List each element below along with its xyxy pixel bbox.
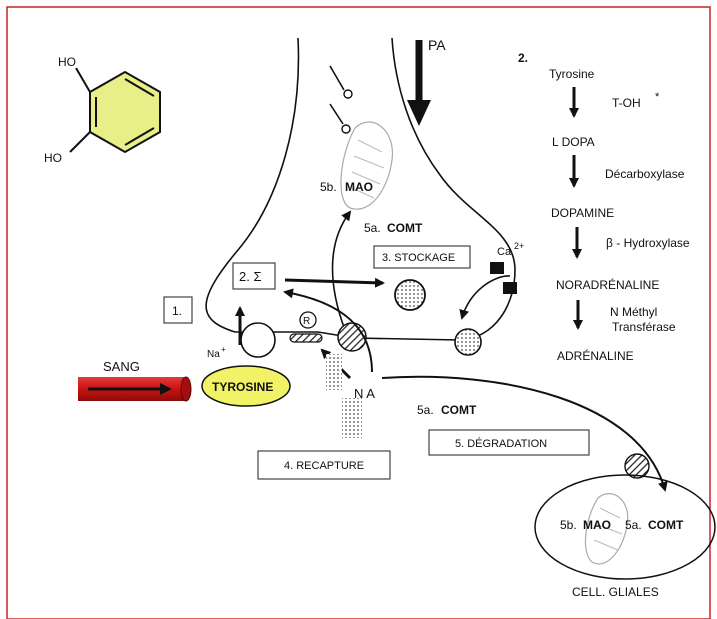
- synthesis-sigma-label: 2. Σ: [239, 269, 262, 284]
- synthesis-sigma-box: [232, 262, 276, 290]
- sodium-charge: +: [221, 345, 226, 354]
- hydroxyl-bottom-label: HO: [44, 151, 62, 165]
- tyrosine-ellipse: [201, 365, 291, 407]
- comt-5a-number: 5a.: [364, 221, 381, 235]
- release-vesicle: [454, 328, 482, 356]
- glial-cell: [534, 474, 716, 580]
- pathway-step-adrenaline: ADRÉNALINE: [557, 348, 634, 363]
- action-potential-arrow: PA: [407, 37, 446, 126]
- enzyme-transferase: Transférase: [612, 320, 676, 334]
- mao-label: MAO: [345, 180, 373, 194]
- recapture-label: 4. RECAPTURE: [284, 460, 364, 472]
- transporter-box-1: [163, 296, 193, 324]
- enzyme-decarboxylase: Décarboxylase: [605, 167, 685, 181]
- vesicle-hooks: [329, 65, 353, 134]
- glial-transporter: [624, 453, 650, 479]
- calcium-label: Ca: [497, 246, 512, 258]
- synthesis-to-storage-arrow: [284, 277, 385, 288]
- pa-label: PA: [428, 37, 446, 53]
- presynaptic-receptor: R: [289, 311, 323, 343]
- transporter-box-1-label: 1.: [172, 304, 182, 318]
- enzyme-beta-hydroxylase: β - Hydroxylase: [606, 236, 690, 250]
- benzene-ring: [89, 70, 161, 154]
- blood-vessel: [78, 376, 192, 402]
- biosynthesis-pathway: 2. Tyrosine T-OH * L DOPA Décarboxylase …: [518, 51, 690, 363]
- enzyme-toh: T-OH: [612, 96, 641, 110]
- glial-mitochondrion: [584, 493, 629, 565]
- comt-mid-label: COMT: [441, 403, 477, 417]
- enzyme-n-methyl: N Méthyl: [610, 305, 657, 319]
- na-label: N A: [354, 386, 375, 401]
- glial-comt-5a-number: 5a.: [625, 518, 642, 532]
- calcium-charge: 2+: [514, 241, 524, 251]
- recapture-box: [257, 450, 391, 480]
- page-frame: [6, 6, 711, 619]
- reuptake-transporter: Na +: [207, 306, 276, 360]
- mitochondrion-mao: 5b. MAO: [320, 121, 393, 210]
- pathway-step-noradrenaline: NORADRÉNALINE: [556, 277, 659, 292]
- pathway-step-tyrosine: Tyrosine: [549, 67, 595, 81]
- enzyme-toh-mark: *: [655, 91, 660, 103]
- sang-label: SANG: [103, 359, 140, 374]
- hydroxyl-top-label: HO: [58, 55, 76, 69]
- receptor-label: R: [303, 316, 310, 327]
- glial-comt-label: COMT: [648, 518, 684, 532]
- glial-mao-label: MAO: [583, 518, 611, 532]
- comt-upper: 5a. COMT: [331, 210, 423, 331]
- pathway-step-ldopa: L DOPA: [552, 135, 595, 149]
- diffusing-na-cloud: [326, 354, 362, 438]
- comt-mid-5a-number: 5a.: [417, 403, 434, 417]
- comt-label: COMT: [387, 221, 423, 235]
- degradation-box: [428, 429, 590, 456]
- glial-uptake-arrow: [381, 375, 668, 492]
- stockage-box: [373, 245, 471, 269]
- pathway-step-dopamine: DOPAMINE: [551, 206, 614, 220]
- cell-gliales-label: CELL. GLIALES: [572, 585, 659, 599]
- pathway-number: 2.: [518, 51, 528, 65]
- glial-mao-5b-number: 5b.: [560, 518, 577, 532]
- mao-5b-number: 5b.: [320, 180, 337, 194]
- na-to-sigma-arrow: [283, 288, 373, 373]
- na-release-vesicle: [337, 322, 367, 352]
- calcium-channel: Ca 2+: [459, 241, 524, 320]
- storage-vesicle: [394, 279, 426, 311]
- catechol-molecule: HO HO: [44, 55, 161, 165]
- tyrosine-label: TYROSINE: [212, 380, 273, 394]
- stockage-label: 3. STOCKAGE: [382, 252, 455, 264]
- sodium-label: Na: [207, 349, 220, 360]
- presynaptic-membrane: [205, 37, 516, 341]
- degradation-label: 5. DÉGRADATION: [455, 437, 547, 450]
